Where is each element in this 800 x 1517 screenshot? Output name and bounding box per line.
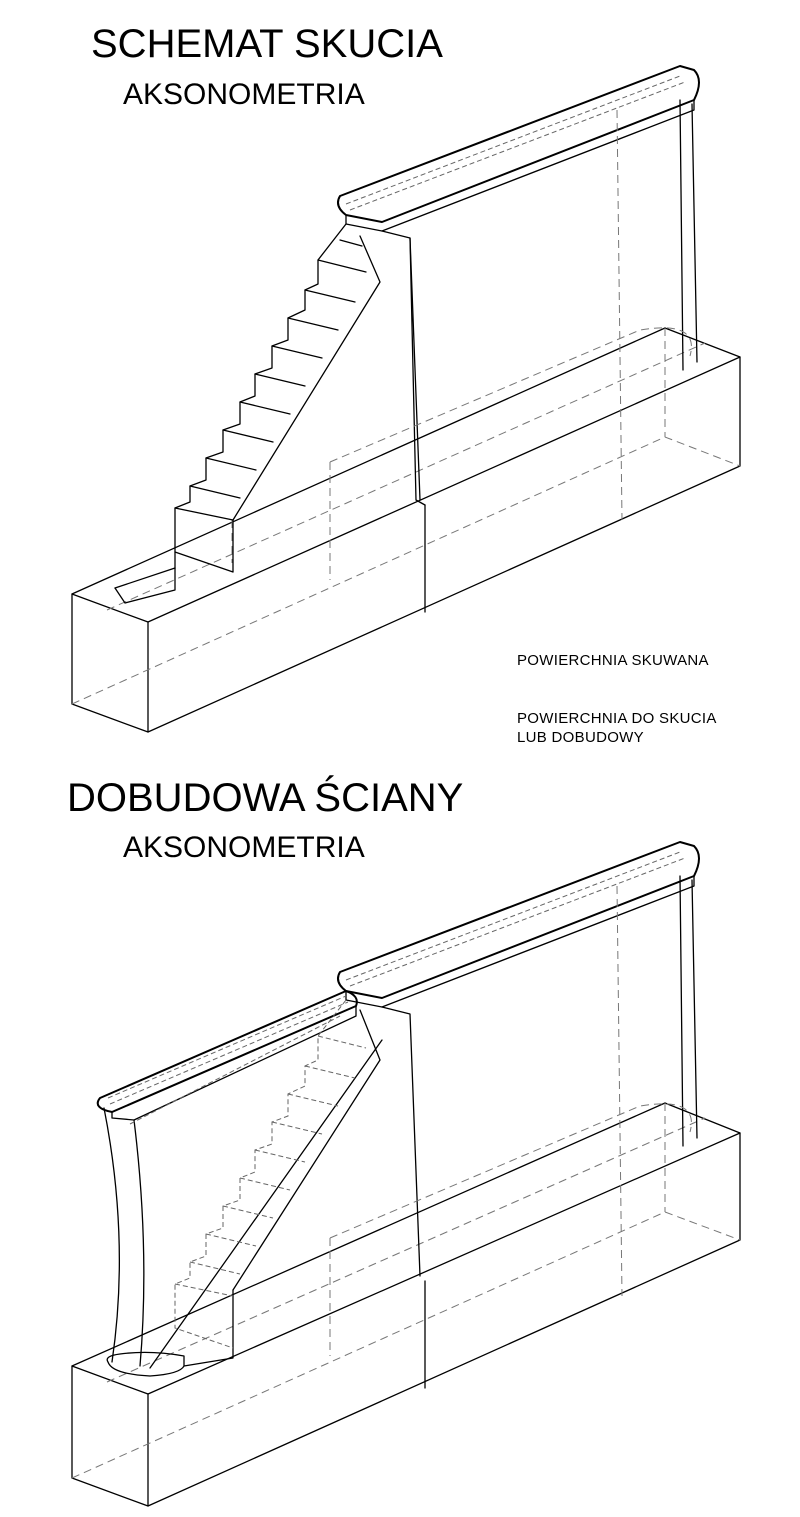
bottom-diagram-title: DOBUDOWA ŚCIANY — [67, 776, 464, 820]
legend-label-skuwana: POWIERCHNIA SKUWANA — [517, 652, 709, 669]
top-wall — [231, 65, 700, 613]
bottom-added-wall — [96, 990, 383, 1377]
bottom-axonometry — [71, 841, 741, 1507]
top-stepped-profile — [114, 223, 381, 604]
bottom-foundation-block — [71, 1102, 741, 1507]
bottom-wall — [329, 841, 700, 1389]
top-foundation-block — [71, 327, 741, 733]
top-diagram-title: SCHEMAT SKUCIA — [91, 22, 443, 66]
bottom-diagram-subtitle: AKSONOMETRIA — [123, 831, 365, 864]
legend-label-do-skucia-2: LUB DOBUDOWY — [517, 729, 644, 746]
legend-skuwana: POWIERCHNIA SKUWANA — [517, 651, 709, 670]
top-diagram-subtitle: AKSONOMETRIA — [123, 78, 365, 111]
legend-label-do-skucia-1: POWIERCHNIA DO SKUCIA — [517, 710, 717, 727]
legend-do-skucia: POWIERCHNIA DO SKUCIA LUB DOBUDOWY — [517, 709, 717, 747]
top-axonometry — [71, 65, 741, 733]
